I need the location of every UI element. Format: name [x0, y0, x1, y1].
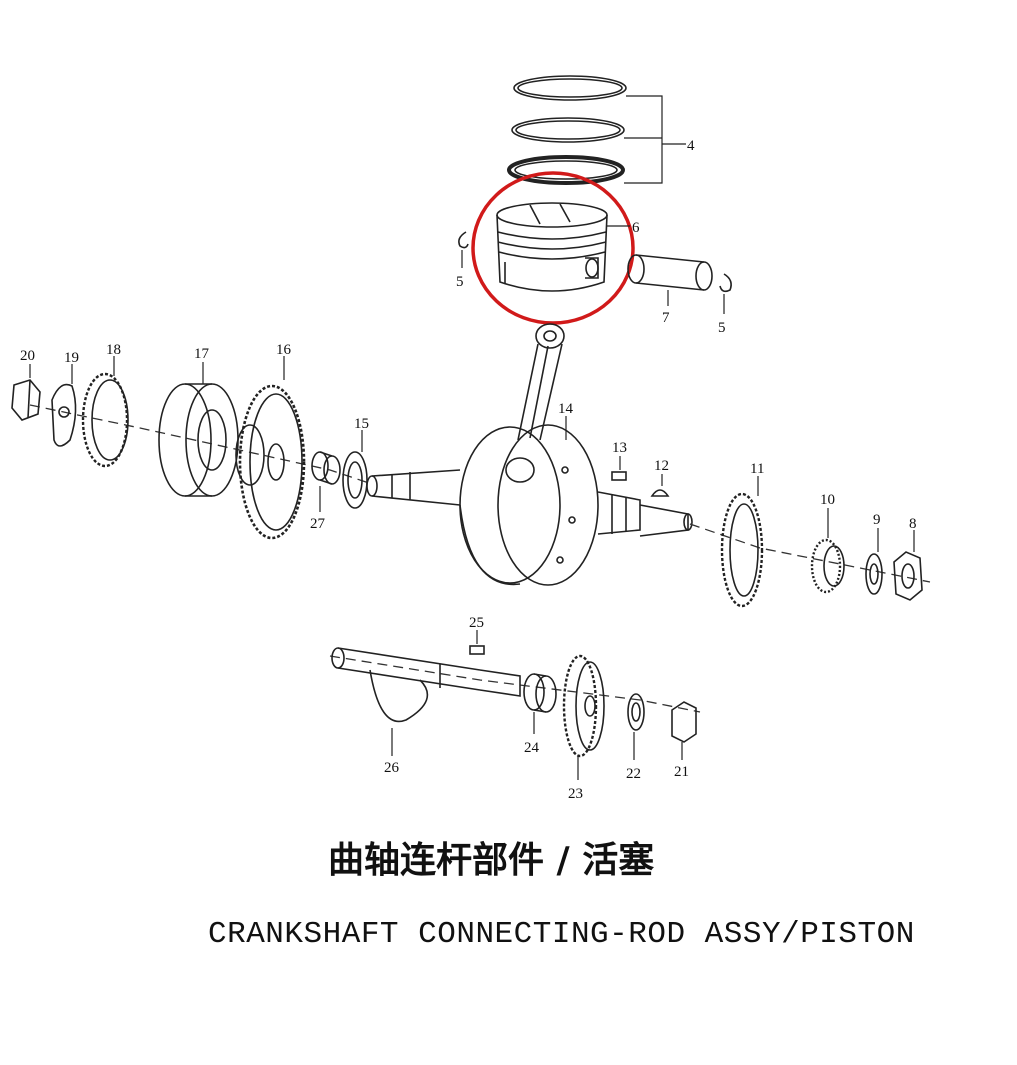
title-english: CRANKSHAFT CONNECTING-ROD ASSY/PISTON [208, 917, 915, 952]
connecting-rod [517, 323, 565, 441]
center-axis-upper [29, 404, 373, 485]
callout-24: 24 [524, 740, 540, 756]
washer-9 [865, 553, 883, 595]
nut-20 [11, 379, 41, 421]
callout-18: 18 [106, 342, 121, 358]
callout-21: 21 [674, 764, 689, 780]
callout-12: 12 [654, 458, 669, 474]
gear-11 [720, 492, 764, 608]
callout-11: 11 [750, 461, 764, 477]
callout-25: 25 [469, 615, 484, 631]
callout-leader-4 [624, 95, 686, 184]
key-13 [611, 471, 627, 481]
callout-27: 27 [310, 516, 326, 532]
callout-5-left: 5 [456, 274, 464, 290]
piston [496, 202, 608, 292]
bearing-17 [158, 383, 239, 497]
gear-16 [235, 384, 306, 540]
gear-23 [562, 654, 605, 758]
callout-26: 26 [384, 760, 400, 776]
center-axis-lower [329, 655, 701, 713]
crankshaft [366, 424, 693, 586]
callout-16: 16 [276, 342, 292, 358]
lock-washer-19 [51, 383, 77, 447]
piston-highlight-ring [471, 171, 635, 325]
callout-8: 8 [909, 516, 917, 532]
callout-14: 14 [558, 401, 574, 417]
callout-9: 9 [873, 512, 881, 528]
callout-17: 17 [194, 346, 210, 362]
callout-7: 7 [662, 310, 670, 326]
washer-15 [342, 451, 368, 509]
gear-18 [81, 372, 129, 468]
callout-23: 23 [568, 786, 583, 802]
callout-6: 6 [632, 220, 640, 236]
woodruff-key-12 [650, 489, 670, 497]
balancer-shaft-26 [331, 647, 521, 723]
key-25 [469, 645, 485, 655]
piston-rings [507, 75, 627, 185]
callout-4: 4 [687, 138, 695, 154]
callout-19: 19 [64, 350, 79, 366]
piston-pin [627, 254, 713, 291]
nut-8 [893, 551, 923, 601]
callout-13: 13 [612, 440, 627, 456]
title-chinese: 曲轴连杆部件 / 活塞 [328, 840, 654, 881]
callout-20: 20 [20, 348, 35, 364]
callout-15: 15 [354, 416, 369, 432]
nut-21 [671, 701, 697, 743]
center-axis-right [689, 523, 931, 583]
circlip-left [458, 231, 469, 249]
bushing-24 [523, 673, 557, 713]
bushing-27 [311, 451, 341, 485]
callout-22: 22 [626, 766, 641, 782]
washer-22 [627, 693, 645, 731]
gear-10 [810, 538, 845, 594]
callout-5-right: 5 [718, 320, 726, 336]
circlip-right [719, 273, 732, 293]
callout-10: 10 [820, 492, 835, 508]
